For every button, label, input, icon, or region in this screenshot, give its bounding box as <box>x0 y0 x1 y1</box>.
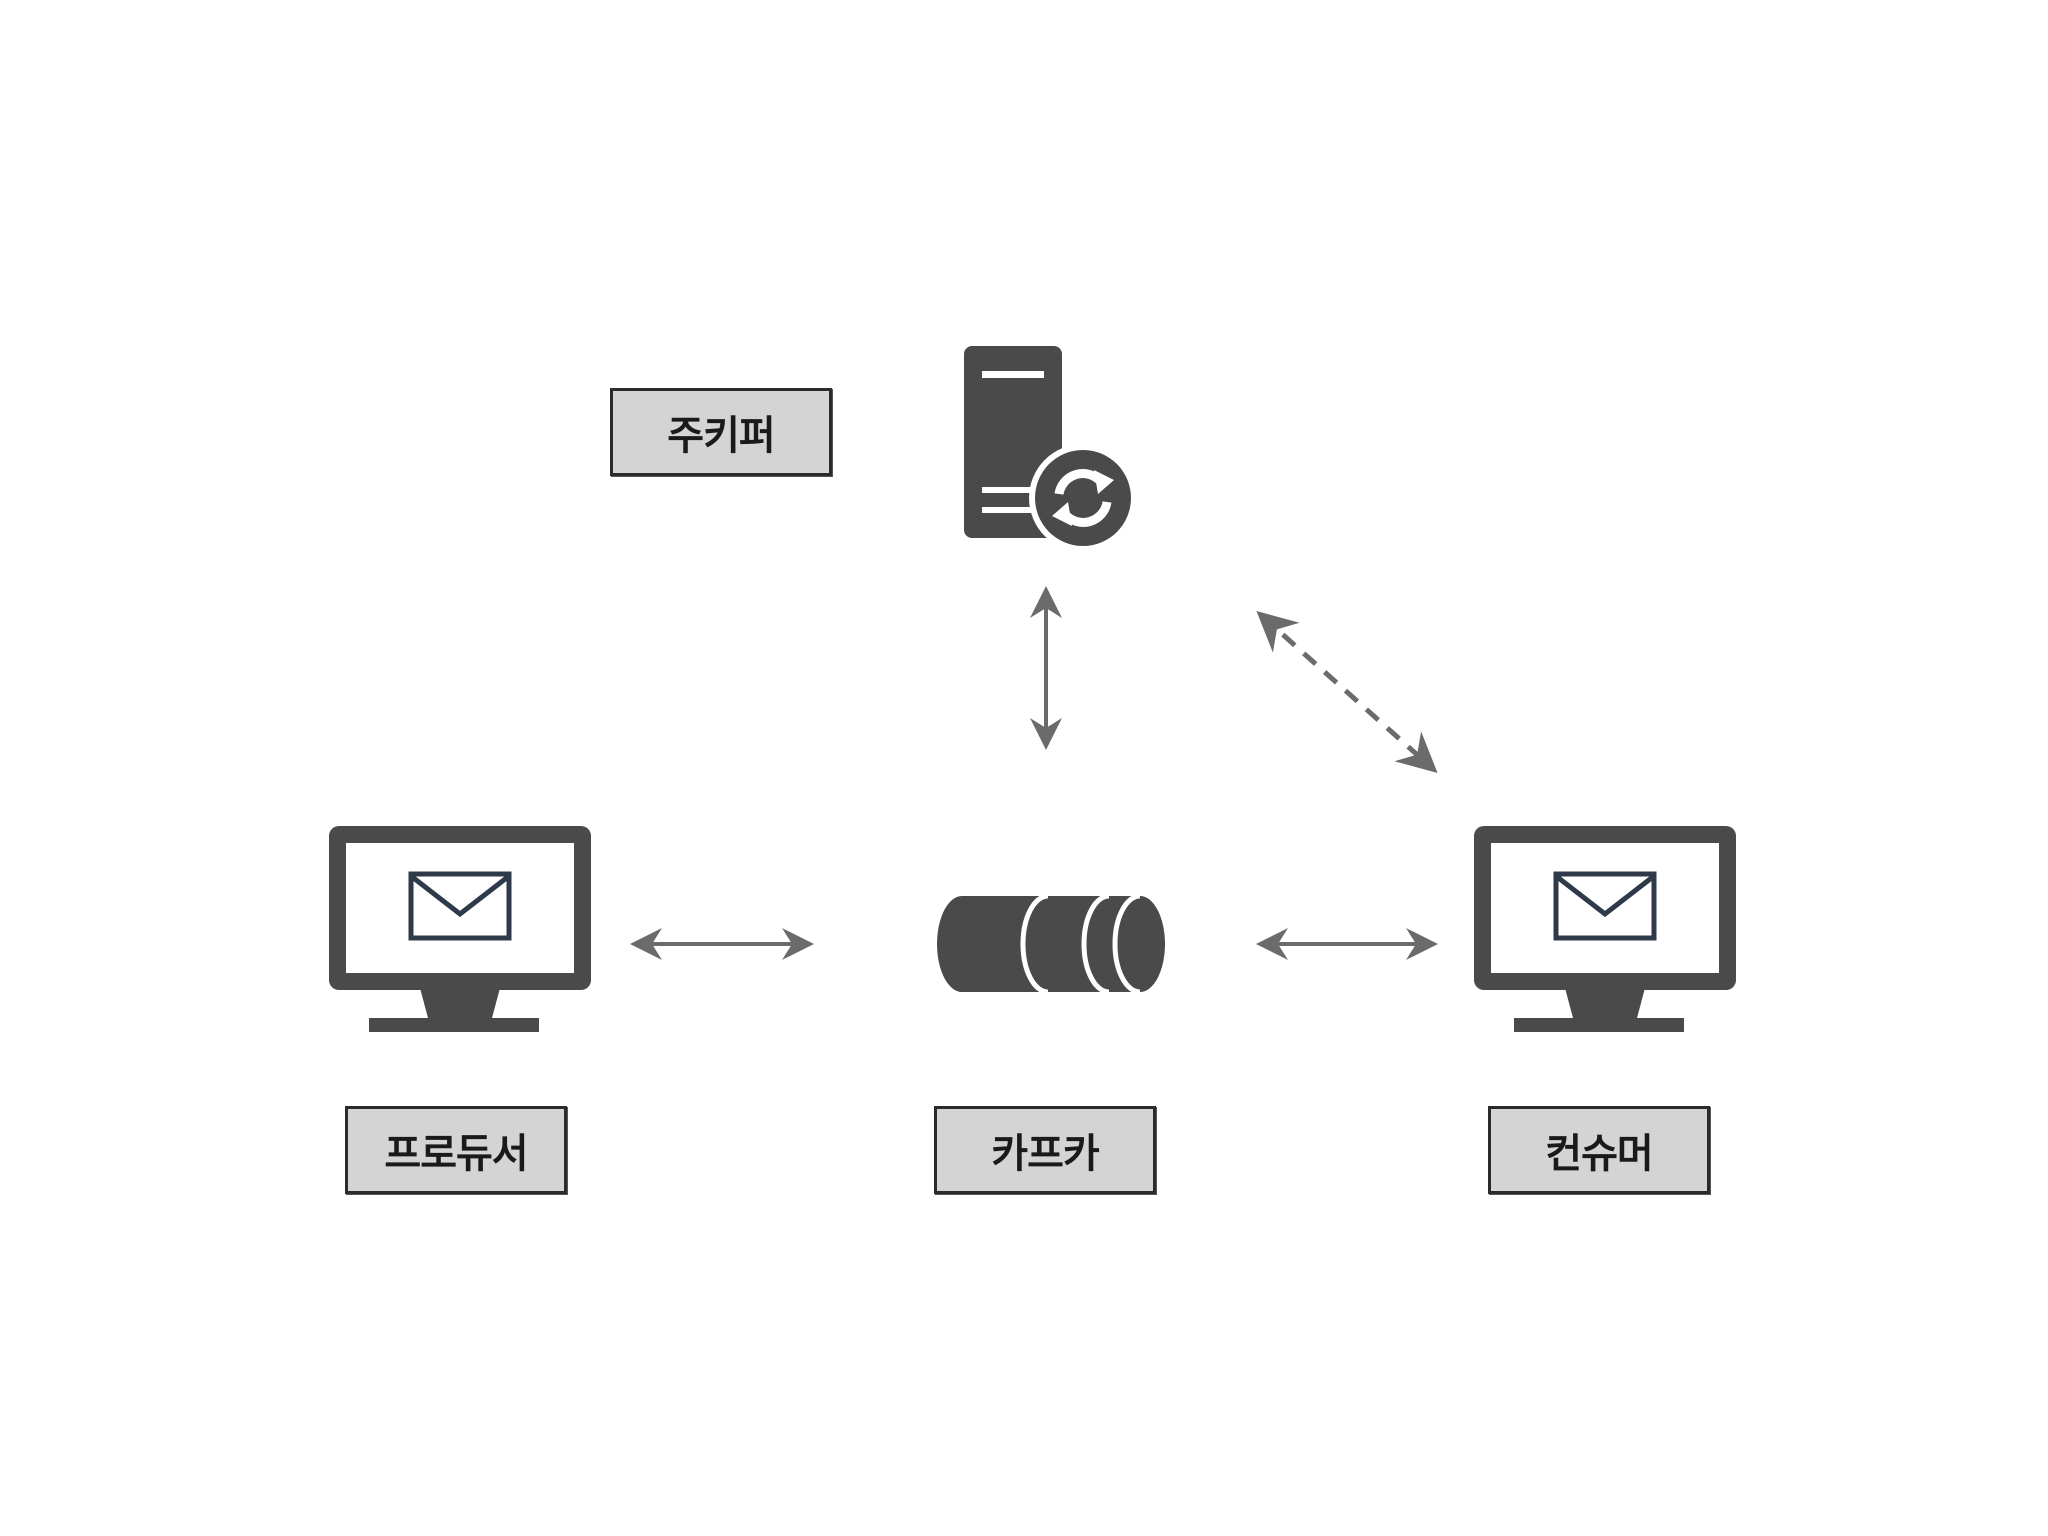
monitor-mail-icon <box>1474 826 1736 1032</box>
producer-label: 프로듀서 <box>345 1106 567 1194</box>
zookeeper-label: 주키퍼 <box>610 388 832 476</box>
server-sync-icon <box>964 346 1137 552</box>
consumer-label: 컨슈머 <box>1488 1106 1710 1194</box>
kafka-label: 카프카 <box>934 1106 1156 1194</box>
zookeeper-consumer-dashed-arrow <box>1256 611 1438 773</box>
monitor-mail-icon <box>329 826 591 1032</box>
message-queue-icon <box>937 893 1165 995</box>
